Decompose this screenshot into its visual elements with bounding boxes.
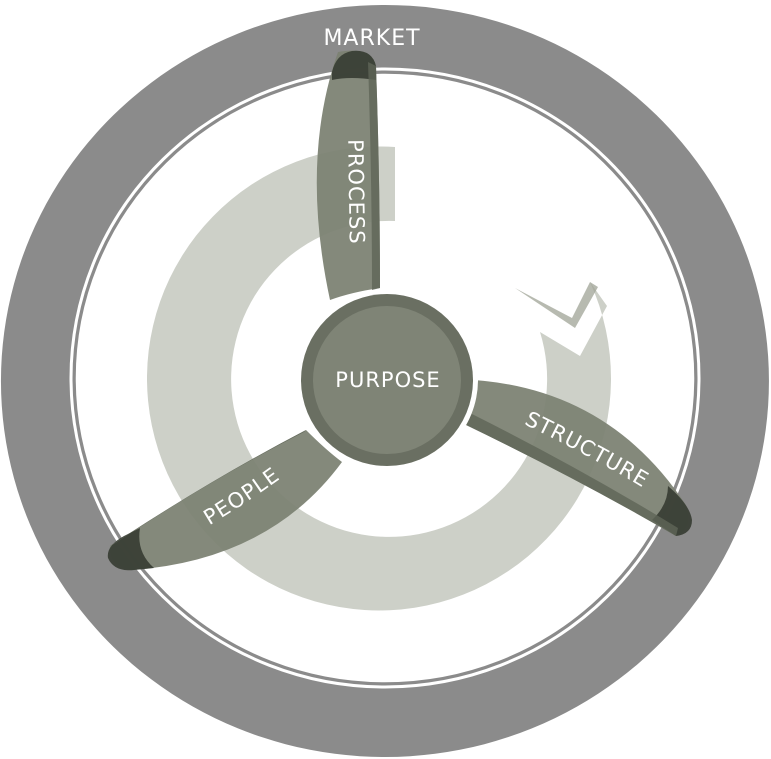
process-blade-tip	[332, 50, 376, 80]
people-blade-tip	[107, 528, 154, 571]
market-label: MARKET	[323, 26, 420, 51]
purpose-hub	[313, 306, 461, 454]
culture-arrow-head-shadow	[515, 282, 598, 328]
process-label: PROCESS	[343, 139, 369, 245]
structure-blade-edge	[464, 412, 678, 536]
purpose-label: PURPOSE	[335, 368, 440, 392]
market-ring-inner-line	[69, 67, 701, 689]
market-ring-inner-edge	[74, 72, 696, 684]
process-blade-edge	[368, 62, 380, 290]
culture-label: CULTURE	[446, 181, 546, 246]
people-blade	[109, 430, 342, 570]
process-blade	[316, 50, 380, 300]
structure-blade	[464, 380, 689, 536]
